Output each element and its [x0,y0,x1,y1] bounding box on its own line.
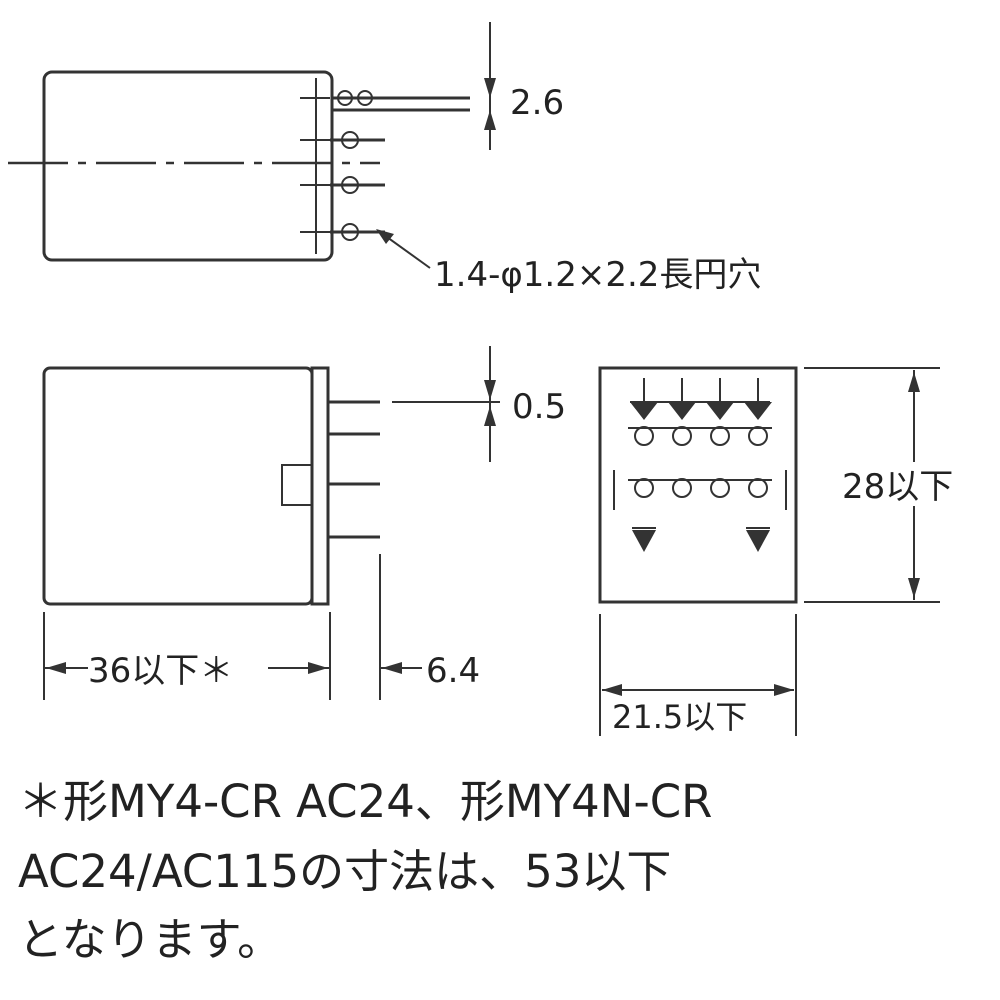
arrow-right-icon [308,662,328,674]
arrow-right-icon [774,684,794,696]
dim-height-label: 28以下 [842,467,953,507]
terminal-icon [672,478,692,498]
dim-pin-pitch-label: 2.6 [510,83,564,123]
terminal-icon [744,402,772,420]
terminal-icon [706,402,734,420]
arrow-up-icon [908,372,920,392]
terminal-row-3 [613,470,787,510]
side-view-tab [281,464,313,506]
terminal-row-2 [628,426,772,446]
pin-hole [357,90,373,106]
note-line-1: ＊形MY4-CR AC24、形MY4N-CR [18,775,713,828]
side-view-pins [328,400,380,539]
note-line-2: AC24/AC115の寸法は、53以下 [18,845,672,898]
leader-arrow-icon [376,229,394,244]
terminal-row-1 [630,378,772,420]
front-view: 28以下 21.5以下 [598,366,970,736]
coil-terminal-icon [632,530,656,552]
arrow-down-icon [484,380,496,400]
terminal-icon [672,426,692,446]
dim-hole-label: 1.4-φ1.2×2.2長円穴 [434,255,761,295]
dim-height: 28以下 [804,367,970,603]
terminal-icon [710,478,730,498]
dim-width: 21.5以下 [599,614,797,736]
terminal-icon [748,478,768,498]
dim-body-length-label: 36以下＊ [88,651,233,691]
arrow-down-icon [908,578,920,598]
top-view-pins [300,90,470,241]
arrow-left-icon [46,662,66,674]
front-view-body [598,366,798,604]
dim-body-length: 36以下＊ [44,651,330,691]
pin-hole [337,90,353,106]
arrow-left-icon [602,684,622,696]
dim-pin-thickness-label: 0.5 [512,387,566,427]
dim-pin-length-label: 6.4 [426,651,480,691]
coil-terminal-icon [746,530,770,552]
terminal-icon [710,426,730,446]
top-view-body [42,70,334,262]
side-view-body [42,366,314,606]
side-view: 0.5 36以下＊ 6.4 [42,346,566,700]
dim-pin-pitch: 2.6 [484,22,564,150]
label-bg [840,462,970,506]
side-view-flange [310,366,330,606]
dim-pin-thickness: 0.5 [392,346,566,462]
terminal-icon [634,426,654,446]
terminal-icon [634,478,654,498]
note-line-3: となります。 [18,913,283,966]
dim-hole: 1.4-φ1.2×2.2長円穴 [376,229,761,295]
terminal-icon [630,402,658,420]
terminal-icon [748,426,768,446]
arrow-left-icon [382,662,402,674]
arrow-up-icon [484,406,496,426]
top-view: 2.6 1.4-φ1.2×2.2長円穴 [8,22,761,295]
arrow-down-icon [484,78,496,98]
arrow-up-icon [484,110,496,130]
terminal-icon [668,402,696,420]
dim-pin-length: 6.4 [380,651,480,691]
dim-width-label: 21.5以下 [612,698,747,736]
terminal-row-4 [632,527,770,552]
